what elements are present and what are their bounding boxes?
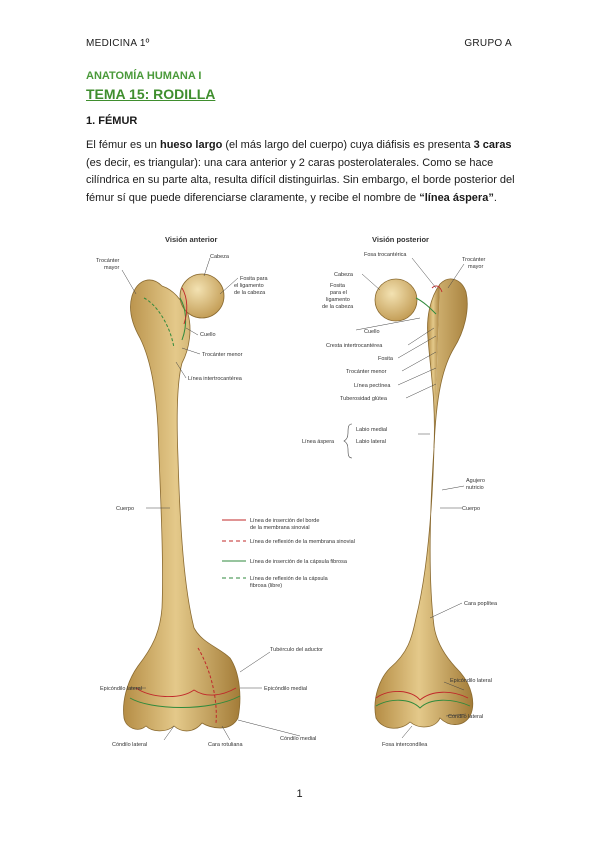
- posterior-view-title: Visión posterior: [372, 235, 429, 244]
- label-posterior-labio-medial: Labio medial: [356, 427, 387, 433]
- label-posterior-linea-pectinea: Línea pectínea: [354, 383, 391, 389]
- label-posterior-cabeza: Cabeza: [334, 272, 354, 278]
- paragraph-bold-run: 3 caras: [473, 139, 512, 151]
- femur-figure: Visión anterior Visión posterior: [90, 228, 520, 758]
- label-anterior-epicondilo-medial: Epicóndilo medial: [264, 686, 307, 692]
- label-posterior-fosita: Fosita: [378, 356, 394, 362]
- header-course: MEDICINA 1º: [86, 38, 150, 49]
- legend-text-2: Línea de reflexión de la membrana sinovi…: [250, 539, 355, 545]
- label-posterior-trocanter-menor: Trocánter menor: [346, 369, 387, 375]
- label-anterior-fosita-3: de la cabeza: [234, 290, 266, 296]
- label-anterior-fosita-2: el ligamento: [234, 283, 264, 289]
- paragraph-text-run: El fémur es un: [86, 139, 160, 151]
- label-anterior-cara-rotuliana: Cara rotuliana: [208, 742, 243, 748]
- label-anterior-condilo-medial: Cóndilo medial: [280, 736, 316, 742]
- legend-text-3: Línea de inserción de la cápsula fibrosa: [250, 559, 348, 565]
- label-posterior-trocanter-mayor-1: Trocánter: [462, 257, 486, 263]
- label-posterior-cara-poplitea: Cara poplítea: [464, 601, 498, 607]
- leader-lines: [121, 257, 467, 741]
- course-title: ANATOMÍA HUMANA I: [86, 70, 202, 82]
- label-posterior-tuberosidad-glutea: Tuberosidad glútea: [340, 396, 388, 402]
- label-posterior-epicondilo-lateral: Epicóndilo lateral: [450, 678, 492, 684]
- label-anterior-linea-intertrocanterea: Línea intertrocantérea: [188, 376, 243, 382]
- figure-legend: Línea de inserción del borde de la membr…: [222, 518, 355, 589]
- label-anterior-condilo-lateral: Cóndilo lateral: [112, 742, 147, 748]
- paragraph-bold-run: hueso largo: [159, 139, 223, 151]
- label-posterior-cuerpo: Cuerpo: [462, 506, 480, 512]
- label-posterior-trocanter-mayor-2: mayor: [468, 264, 483, 270]
- section-title: 1. FÉMUR: [86, 115, 138, 127]
- label-posterior-linea-aspera: Línea áspera: [302, 439, 335, 445]
- label-anterior-trocanter-mayor-1: Trocánter: [96, 258, 120, 264]
- label-anterior-tuberculo-aductor: Tubérculo del aductor: [270, 647, 323, 653]
- label-anterior-cabeza: Cabeza: [210, 254, 230, 260]
- label-anterior-cuello: Cuello: [200, 332, 216, 338]
- legend-text-4b: fibrosa (libre): [250, 583, 282, 589]
- body-paragraph: El fémur es un hueso largo (el más largo…: [86, 137, 516, 207]
- anterior-femur: [123, 273, 241, 732]
- label-posterior-cresta-intertrocanterea: Cresta intertrocantérea: [326, 343, 383, 349]
- paragraph-text-run: (el más largo del cuerpo) cuya diáfisis …: [222, 139, 474, 151]
- label-posterior-agujero-nutricio-1: Agujero: [466, 478, 485, 484]
- legend-text-1a: Línea de inserción del borde: [250, 518, 319, 524]
- label-anterior-epicondilo-lateral: Epicóndilo lateral: [100, 686, 142, 692]
- anterior-view-title: Visión anterior: [165, 235, 217, 244]
- legend-text-4a: Línea de reflexión de la cápsula: [250, 576, 329, 582]
- label-posterior-fosa-trocanterica: Fosa trocantérica: [364, 252, 407, 258]
- label-posterior-fosita-2: para el: [330, 290, 347, 296]
- label-posterior-labio-lateral: Labio lateral: [356, 439, 386, 445]
- topic-title: TEMA 15: RODILLA: [86, 86, 216, 102]
- label-anterior-fosita-1: Fosita para: [240, 276, 268, 282]
- paragraph-bold-run: “línea áspera”: [419, 191, 494, 204]
- posterior-femur: [374, 278, 474, 729]
- page-number: 1: [296, 788, 303, 800]
- femur-illustration: Visión anterior Visión posterior: [96, 235, 498, 748]
- linea-aspera-bracket: [343, 423, 353, 459]
- label-anterior-cuerpo: Cuerpo: [116, 506, 134, 512]
- header-group: GRUPO A: [464, 38, 512, 49]
- label-anterior-trocanter-menor: Trocánter menor: [202, 352, 243, 358]
- label-posterior-fosita-3: ligamento: [326, 297, 350, 303]
- legend-text-1b: de la membrana sinovial: [250, 525, 310, 531]
- paragraph-text-run: .: [493, 191, 497, 204]
- label-posterior-cuello: Cuello: [364, 329, 380, 335]
- label-posterior-fosita-1: Fosita: [330, 283, 346, 289]
- label-anterior-trocanter-mayor-2: mayor: [104, 265, 119, 271]
- label-posterior-condilo-lateral: Cóndilo lateral: [448, 714, 483, 720]
- label-posterior-fosita-4: de la cabeza: [322, 304, 354, 310]
- label-posterior-fosa-intercondilea: Fosa intercondílea: [382, 742, 428, 748]
- label-posterior-agujero-nutricio-2: nutricio: [466, 485, 484, 491]
- paragraph-text-run: (es decir, es triangular): una cara ante…: [86, 156, 515, 204]
